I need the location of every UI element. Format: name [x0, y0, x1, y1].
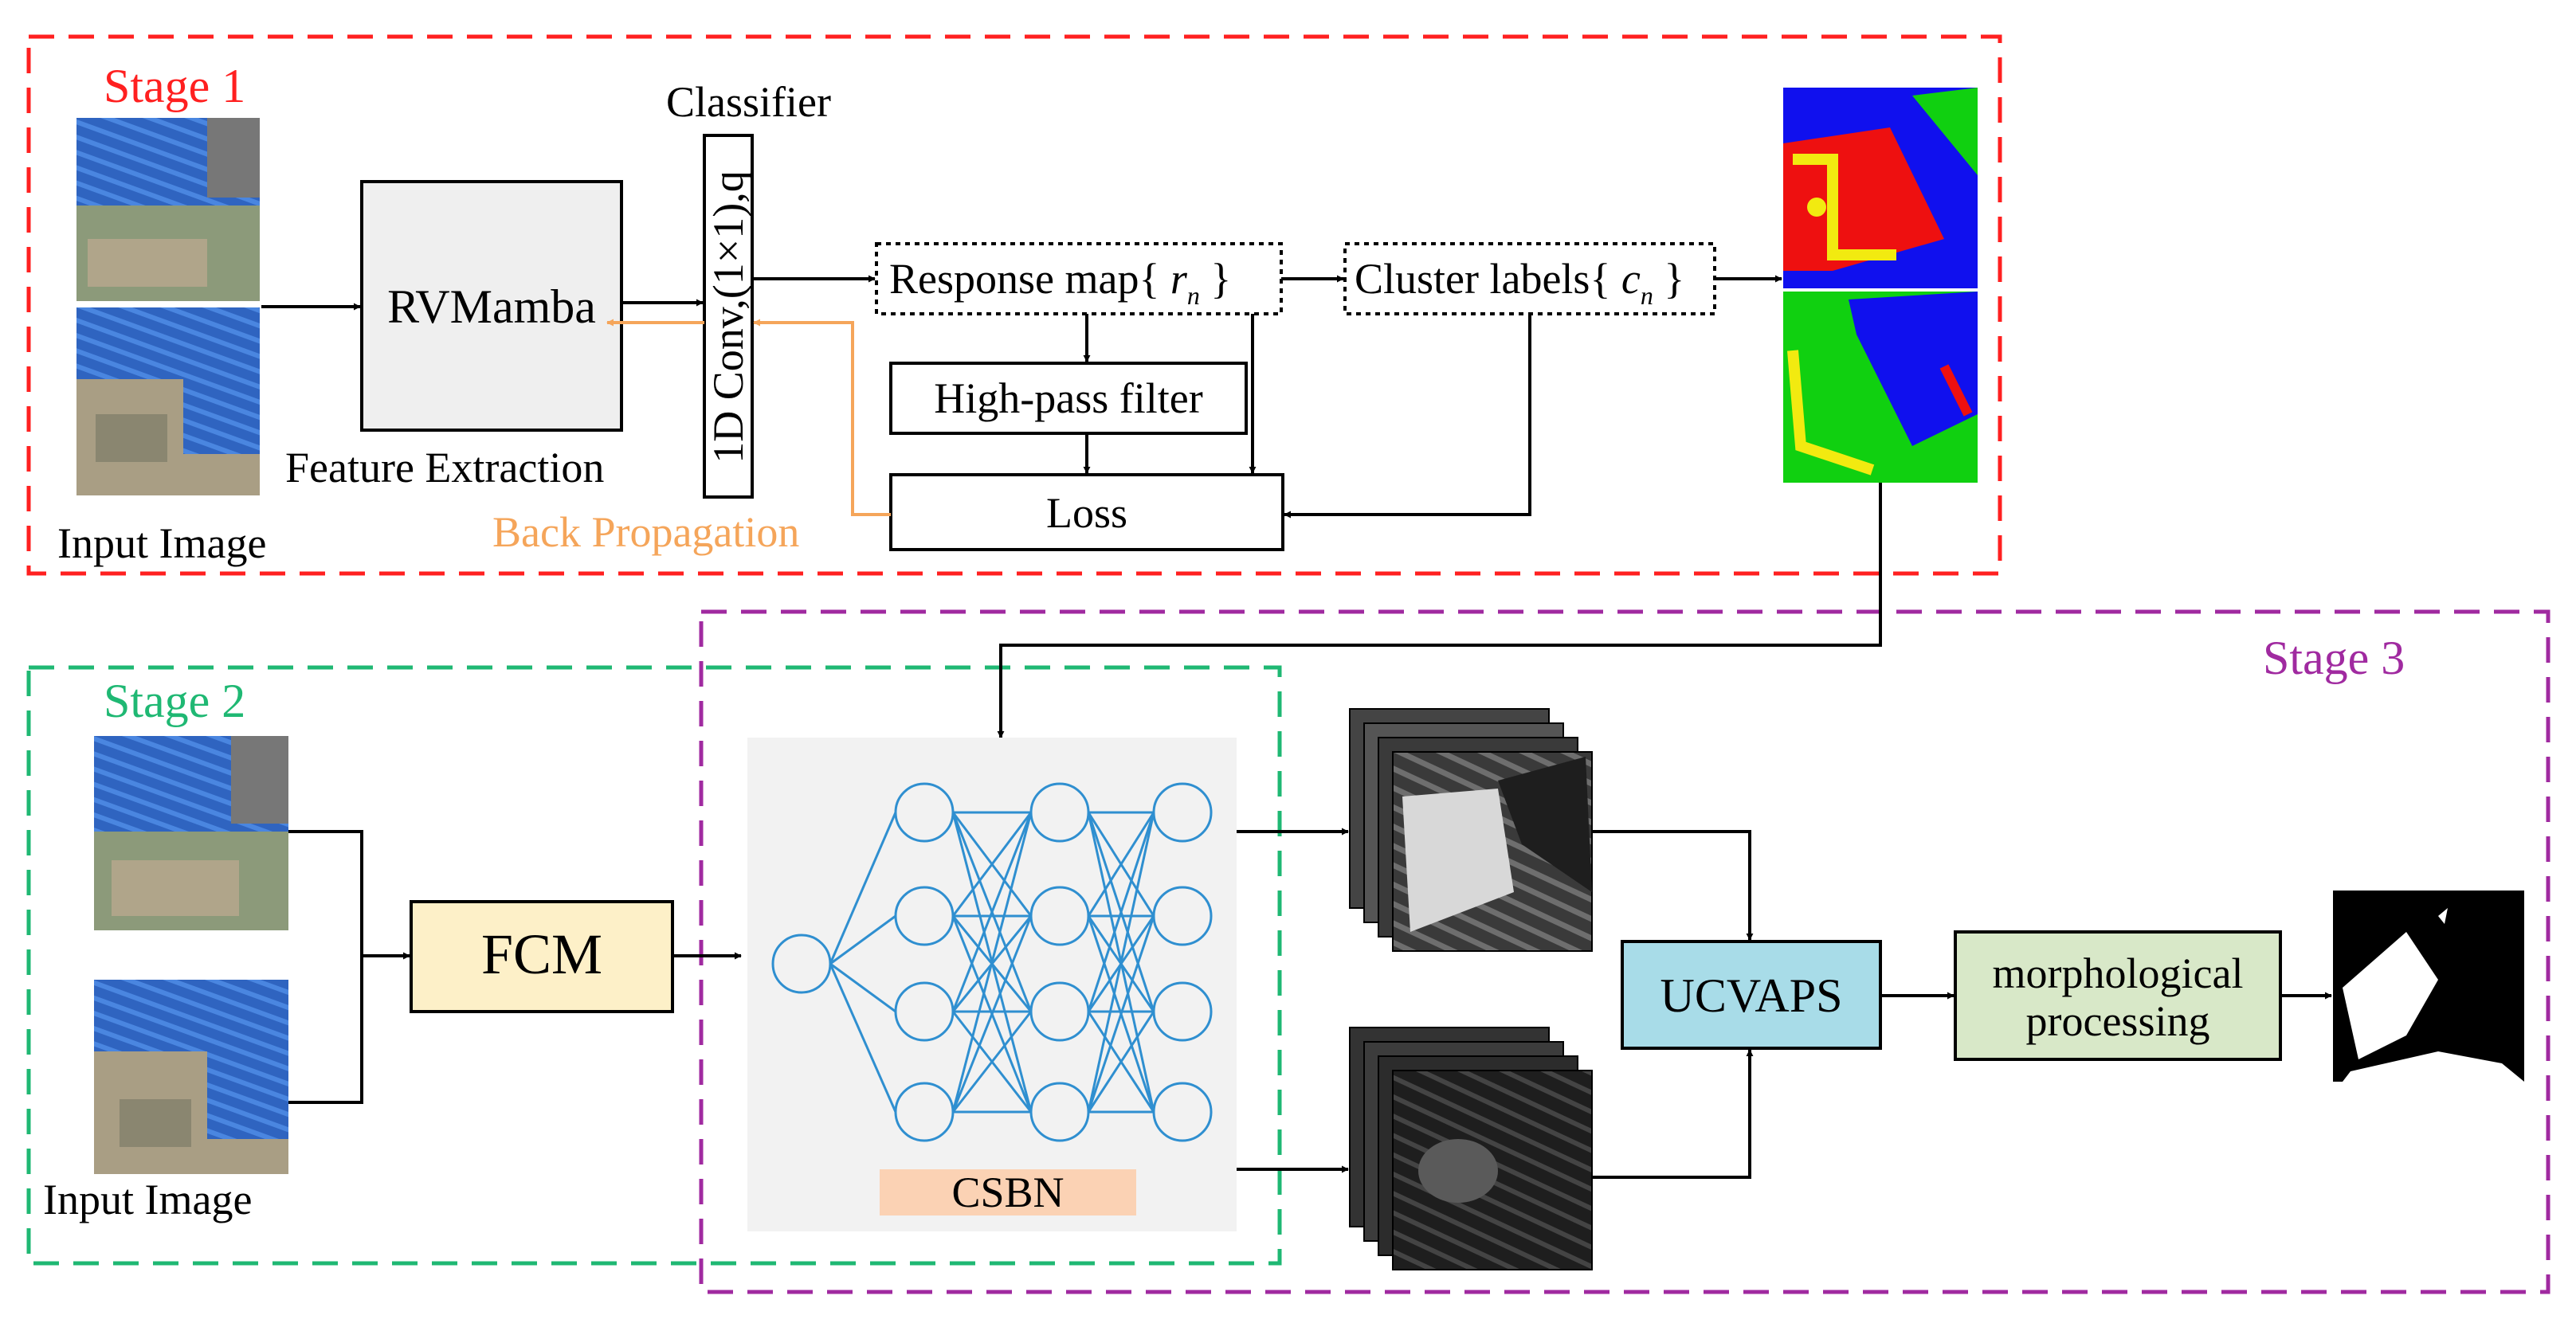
network-edge — [1087, 915, 1155, 1113]
morph-label-line2: processing — [2026, 997, 2210, 1045]
network-node — [894, 782, 955, 843]
classifier-title: Classifier — [666, 78, 831, 126]
stage1-input-caption: Input Image — [57, 519, 266, 567]
conv-label: 1D Conv,(1×1),q — [704, 170, 752, 463]
arrow-stage1-to-csbn — [997, 483, 1882, 738]
final-change-map — [2333, 891, 2524, 1082]
stage1-border — [26, 34, 2002, 576]
loss-box — [889, 473, 1284, 551]
network-node — [894, 981, 955, 1042]
network-node — [1152, 981, 1213, 1042]
stage3-title: Stage 3 — [2263, 632, 2405, 684]
stage2-title: Stage 2 — [104, 675, 245, 727]
csbn-label: CSBN — [951, 1168, 1064, 1216]
network-node — [1029, 886, 1090, 946]
ucvaps-label: UCVAPS — [1660, 969, 1842, 1022]
network-edge — [829, 963, 897, 1113]
cluster-labels-label: Cluster labels{ cn } — [1355, 255, 1684, 310]
stage2-input-caption: Input Image — [43, 1176, 252, 1223]
network-node — [1152, 782, 1213, 843]
response-map-label: Response map{ rn } — [889, 255, 1231, 310]
csbn-label-bg — [880, 1169, 1136, 1215]
stage2-input-image-2 — [94, 980, 288, 1174]
highpass-filter-box — [889, 362, 1248, 435]
backprop-label: Back Propagation — [492, 508, 799, 556]
network-node — [894, 886, 955, 946]
arrow-lower-to-ucvaps — [1592, 1049, 1754, 1179]
arrow-image1-to-merge — [288, 830, 363, 956]
feature-extraction-caption: Feature Extraction — [285, 444, 604, 491]
network-edge — [829, 914, 896, 965]
morph-box — [1954, 930, 2282, 1061]
network-node — [771, 934, 832, 994]
network-edge — [829, 962, 896, 1013]
stage1-input-image — [76, 118, 260, 495]
stage1-output-segmentation — [1783, 88, 1978, 483]
network-node — [894, 1082, 955, 1142]
rvmamba-label: RVMamba — [387, 280, 596, 333]
stage2-input-image-1 — [94, 736, 288, 930]
network-node — [1029, 981, 1090, 1042]
arrow-image2-to-merge — [288, 956, 363, 1104]
highpass-filter-label: High-pass filter — [934, 374, 1202, 422]
network-node — [1152, 886, 1213, 946]
stage1-title: Stage 1 — [104, 60, 245, 112]
network-edge — [951, 812, 1033, 1012]
network-edge — [1087, 812, 1155, 1113]
network-node — [1152, 1082, 1213, 1142]
network-edge — [1087, 1011, 1155, 1113]
morph-label-line1: morphological — [1993, 949, 2244, 997]
response-map-box — [875, 242, 1283, 315]
fcm-label: FCM — [481, 922, 602, 986]
network-edge — [1087, 812, 1155, 917]
csbn-network — [771, 782, 1213, 1142]
upper-feature-maps — [1349, 708, 1593, 952]
network-node — [1029, 782, 1090, 843]
conv-block — [703, 134, 754, 499]
stage3-border — [699, 609, 2551, 1294]
lower-feature-maps — [1349, 1027, 1593, 1270]
fcm-box — [410, 900, 674, 1013]
network-edge — [951, 812, 1033, 917]
network-edge — [829, 812, 897, 965]
backprop-path-to-conv — [753, 319, 891, 516]
rvmamba-block — [360, 180, 623, 432]
stage2-border — [26, 665, 1282, 1266]
network-edge — [951, 915, 1033, 1113]
network-edge — [951, 1011, 1033, 1113]
network-node — [1029, 1082, 1090, 1142]
arrow-upper-to-ucvaps — [1592, 830, 1754, 941]
loss-label: Loss — [1046, 489, 1127, 537]
arrow-cluster-to-loss — [1284, 314, 1531, 519]
network-edge — [1087, 812, 1155, 1012]
network-edge — [951, 812, 1033, 1113]
